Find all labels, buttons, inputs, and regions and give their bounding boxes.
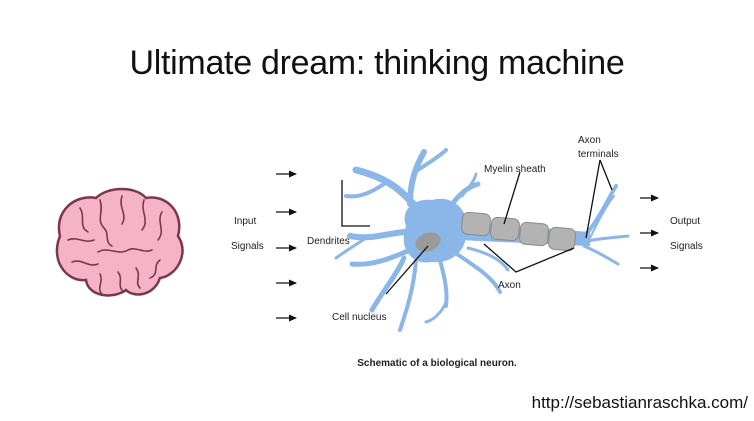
output-signals-label: Signals <box>670 241 703 252</box>
axon-terminals-label-line1: Axon <box>578 135 601 146</box>
brain-icon <box>55 187 184 297</box>
cell-nucleus-label: Cell nucleus <box>332 312 386 323</box>
output-arrows <box>640 194 659 272</box>
myelin-sheath <box>461 211 576 252</box>
pointer-lines <box>341 159 613 295</box>
myelin-sheath-label: Myelin sheath <box>484 164 546 175</box>
diagram-caption: Schematic of a biological neuron. <box>357 358 517 369</box>
output-label: Output <box>670 216 700 227</box>
cell-nucleus-shape <box>415 232 441 252</box>
dendrites-label: Dendrites <box>307 236 350 247</box>
input-signals-label: Signals <box>231 241 264 252</box>
axon-label: Axon <box>498 280 521 291</box>
slide-title: Ultimate dream: thinking machine <box>129 44 625 82</box>
axon-terminals <box>578 184 630 266</box>
axon-terminals-label-line2: terminals <box>578 149 619 160</box>
input-arrows <box>276 170 297 322</box>
source-url: http://sebastianraschka.com/ <box>531 393 748 412</box>
input-label: Input <box>234 216 256 227</box>
